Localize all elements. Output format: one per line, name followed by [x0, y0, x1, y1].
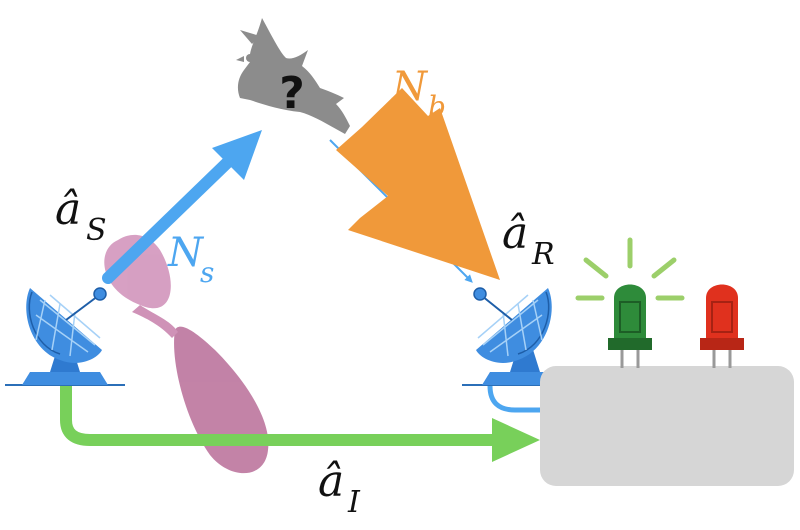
svg-text:â: â: [55, 184, 81, 235]
background-noise-label: N b: [391, 64, 446, 123]
svg-text:â: â: [502, 208, 528, 259]
idler-mode-label: â I: [318, 456, 361, 520]
detector-box: [540, 366, 794, 486]
signal-arrow: [102, 130, 262, 284]
target-question-mark: ?: [279, 68, 305, 119]
svg-text:I: I: [347, 485, 361, 520]
svg-text:R: R: [531, 237, 555, 272]
svg-text:S: S: [86, 213, 107, 248]
svg-text:â: â: [318, 456, 344, 507]
green-led-icon: [575, 237, 685, 368]
transmitter-dish-icon: [5, 287, 125, 386]
signal-noise-label: N s: [167, 230, 214, 289]
background-noise-arrow: [336, 88, 500, 280]
idler-arrow: [60, 379, 540, 462]
svg-text:N: N: [167, 230, 205, 276]
svg-text:s: s: [200, 256, 214, 289]
bird-icon: [236, 18, 350, 134]
svg-text:N: N: [391, 64, 429, 110]
signal-mode-label: â S: [55, 184, 107, 248]
svg-text:b: b: [428, 90, 446, 123]
red-led-icon: [700, 284, 744, 368]
return-mode-label: â R: [502, 208, 555, 272]
